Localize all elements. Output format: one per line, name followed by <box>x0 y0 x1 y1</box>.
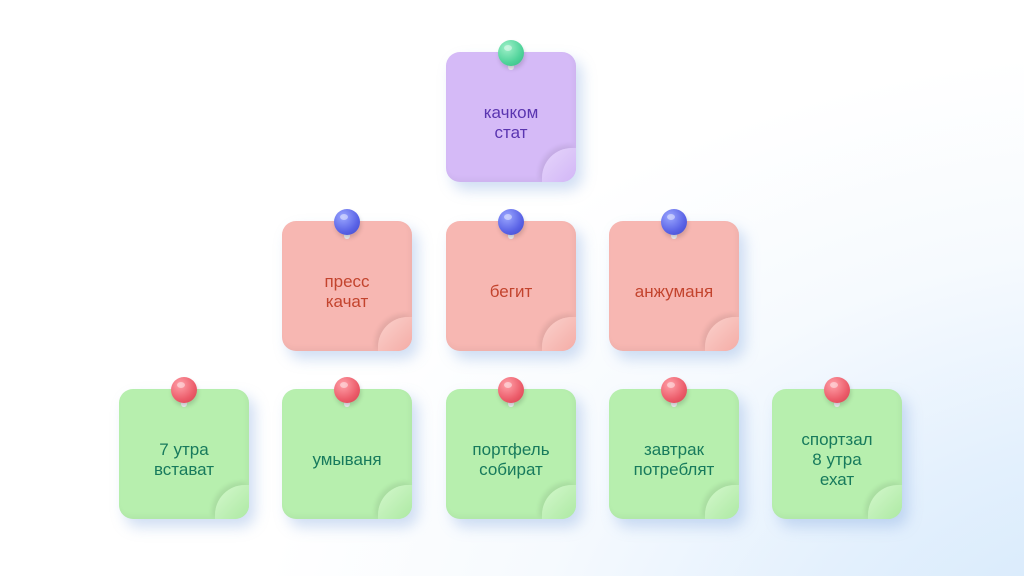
pin-needle <box>508 62 514 70</box>
note-bottom-2: умываня <box>282 377 412 519</box>
pin-needle <box>671 399 677 407</box>
note-bottom-3: портфель собират <box>446 377 576 519</box>
note-middle-1: пресс качат <box>282 209 412 351</box>
curled-corner <box>542 317 576 351</box>
note-label: спортзал 8 утра ехат <box>801 430 873 489</box>
pin-needle <box>508 399 514 407</box>
note-middle-2: бегит <box>446 209 576 351</box>
pin-needle <box>834 399 840 407</box>
note-label: анжуманя <box>634 282 714 301</box>
curled-corner <box>705 317 739 351</box>
note-label: качком стат <box>483 103 539 142</box>
pin-icon <box>498 209 524 235</box>
pin-icon <box>824 377 850 403</box>
note-label: пресс качат <box>324 272 370 311</box>
note-label: бегит <box>489 282 533 301</box>
pin-icon <box>498 40 524 66</box>
pin-icon <box>334 209 360 235</box>
pin-icon <box>661 209 687 235</box>
curled-corner <box>868 485 902 519</box>
curled-corner <box>378 317 412 351</box>
note-bottom-5: спортзал 8 утра ехат <box>772 377 902 519</box>
note-top-goal: качком стат <box>446 40 576 182</box>
pin-needle <box>344 231 350 239</box>
pin-icon <box>661 377 687 403</box>
note-label: портфель собират <box>472 440 550 479</box>
curled-corner <box>378 485 412 519</box>
curled-corner <box>215 485 249 519</box>
note-bottom-1: 7 утра встават <box>119 377 249 519</box>
note-label: умываня <box>312 450 382 469</box>
curled-corner <box>542 148 576 182</box>
pin-icon <box>334 377 360 403</box>
note-bottom-4: завтрак потреблят <box>609 377 739 519</box>
pin-icon <box>171 377 197 403</box>
pin-needle <box>671 231 677 239</box>
pin-needle <box>344 399 350 407</box>
pin-needle <box>508 231 514 239</box>
pin-needle <box>181 399 187 407</box>
pin-icon <box>498 377 524 403</box>
note-middle-3: анжуманя <box>609 209 739 351</box>
note-label: завтрак потреблят <box>633 440 715 479</box>
note-label: 7 утра встават <box>153 440 215 479</box>
curled-corner <box>705 485 739 519</box>
curled-corner <box>542 485 576 519</box>
